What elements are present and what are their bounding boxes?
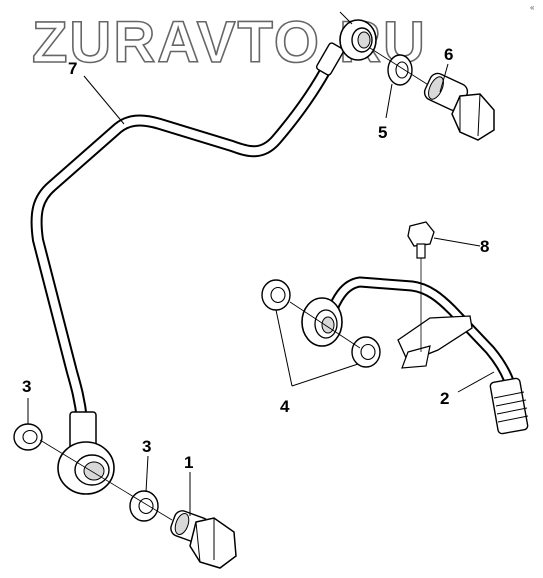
washer-4-lower: [351, 336, 381, 368]
washer-5: [387, 54, 413, 86]
fuel-pipe-2: [301, 276, 529, 435]
callout-6: 6: [444, 45, 453, 64]
callout-3-right: 3: [142, 437, 151, 456]
corner-mark: «: [530, 3, 535, 12]
callout-8: 8: [480, 237, 489, 256]
callout-2: 2: [440, 389, 449, 408]
washer-3-right: [129, 490, 159, 522]
washer-4-upper: [261, 279, 291, 311]
washer-3-left: [13, 423, 43, 451]
banjo-bolt-1: [170, 510, 237, 569]
leader-lines: [27, 11, 495, 516]
fuel-pipe-7: [30, 19, 377, 495]
bolt-8: [407, 221, 435, 352]
assembly-axis-left: [39, 439, 173, 521]
callout-5: 5: [378, 123, 387, 142]
callout-4: 4: [280, 397, 290, 416]
callout-1: 1: [184, 453, 193, 472]
callout-7: 7: [68, 59, 77, 78]
assembly-axis-right: [289, 301, 361, 349]
callout-3-left: 3: [22, 377, 31, 396]
banjo-bolt-6: [369, 47, 495, 141]
